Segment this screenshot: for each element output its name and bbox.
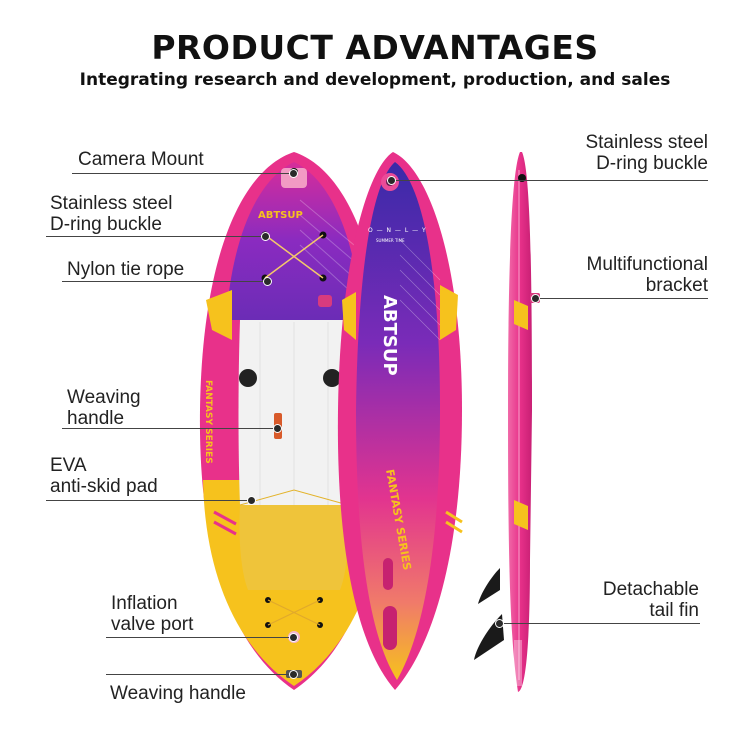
leader-line-inflation-valve [106, 637, 292, 638]
callout-bracket-line1: Multifunctional [586, 254, 708, 275]
callout-eva-pad-line1: EVA [50, 455, 87, 476]
callout-tail-fin: Detachable tail fin [603, 579, 699, 621]
callout-weaving-handle-line1: Weaving [67, 387, 141, 408]
callout-tail-fin-line2: tail fin [649, 600, 699, 621]
callout-inflation-valve: Inflation valve port [111, 593, 193, 635]
callout-weaving-handle-bottom: Weaving handle [110, 683, 246, 704]
callout-dring-right-line1: Stainless steel [585, 132, 708, 153]
callout-eva-pad: EVA anti-skid pad [50, 455, 158, 497]
board1-deck-top [226, 162, 362, 320]
callout-dring-right: Stainless steel D-ring buckle [585, 132, 708, 174]
leader-line-nylon-tie-rope [62, 281, 266, 282]
leader-line-weaving-handle-bottom [106, 674, 292, 675]
leader-line-weaving-handle-side [62, 428, 276, 429]
callout-weaving-handle-line2: handle [67, 408, 125, 429]
board2-brand-text: ABTSUP [379, 295, 400, 376]
callout-tail-fin-line1: Detachable [602, 579, 699, 600]
board2-only-text: O — N — L — Y [368, 227, 427, 234]
leader-dot-dring-left [261, 232, 270, 241]
leader-dot-tail-fin [495, 619, 504, 628]
leader-line-dring-left [46, 236, 264, 237]
leader-line-camera-mount [72, 173, 292, 174]
callout-dring-right-line2: D-ring buckle [596, 153, 708, 174]
leader-dot-nylon-tie-rope [263, 277, 272, 286]
callout-inflation-valve-line2: valve port [111, 614, 194, 635]
leader-dot-weaving-handle-side [273, 424, 282, 433]
page-subtitle: Integrating research and development, pr… [79, 70, 671, 90]
leader-line-bracket [536, 298, 708, 299]
leader-dot-camera-mount [289, 169, 298, 178]
leader-line-eva-pad [46, 500, 250, 501]
callout-weaving-handle-side: Weaving handle [67, 387, 141, 429]
board1-eva-pad-tail [239, 505, 349, 590]
callout-dring-left-line2: D-ring buckle [50, 214, 162, 235]
callout-bracket: Multifunctional bracket [587, 254, 708, 296]
leader-line-tail-fin [500, 623, 700, 624]
callout-dring-left-line1: Stainless steel [50, 193, 173, 214]
board3-fin-front [478, 568, 500, 604]
callout-weaving-handle-bottom-label: Weaving handle [110, 683, 246, 704]
leader-dot-weaving-handle-bottom [289, 670, 298, 679]
callout-bracket-line2: bracket [645, 275, 708, 296]
callout-inflation-valve-line1: Inflation [111, 593, 178, 614]
board1-brand-text: ABTSUP [258, 210, 303, 221]
page-title: PRODUCT ADVANTAGES [151, 28, 599, 67]
callout-camera-mount-label: Camera Mount [78, 149, 204, 170]
callout-eva-pad-line2: anti-skid pad [50, 476, 158, 497]
board2-tagline-text: SUMMER TIME [376, 238, 405, 243]
callout-camera-mount: Camera Mount [78, 149, 204, 170]
leader-dot-inflation-valve [289, 633, 298, 642]
leader-dot-eva-pad [247, 496, 256, 505]
board-bottom: O — N — L — Y SUMMER TIME ABTSUP FANTASY… [337, 152, 463, 690]
callout-nylon-tie-rope: Nylon tie rope [67, 259, 184, 280]
leader-dot-dring-right [387, 176, 396, 185]
board1-series-left: FANTASY SERIES [203, 380, 213, 464]
board-side-profile [474, 152, 540, 692]
board3-rail [508, 152, 532, 692]
callout-nylon-tie-rope-label: Nylon tie rope [67, 259, 185, 280]
leader-line-dring-right [392, 180, 708, 181]
board2-bottom-graphic [356, 162, 440, 680]
callout-dring-left: Stainless steel D-ring buckle [50, 193, 173, 235]
leader-dot-bracket [531, 294, 540, 303]
